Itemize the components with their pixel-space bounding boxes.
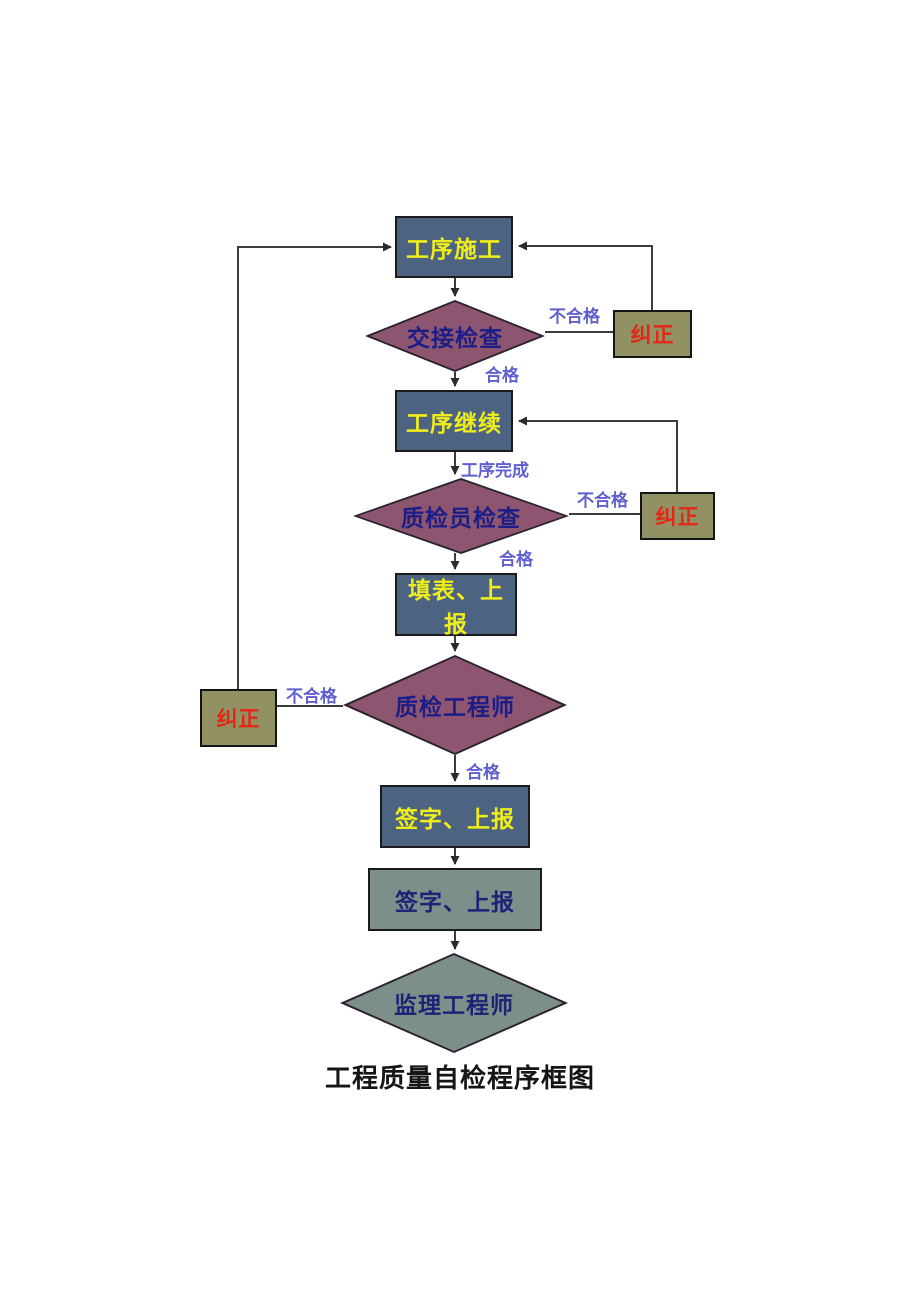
edge-label-fail-1: 不合格	[549, 307, 600, 326]
node-correct-left: 纠正	[200, 689, 277, 747]
node-label: 纠正	[630, 324, 675, 347]
edge-label-pass-3: 合格	[466, 763, 500, 782]
node-label: 质检工程师	[395, 694, 515, 720]
node-fill-form-report: 填表、上报	[395, 573, 517, 637]
node-sign-report-2: 签字、上报	[368, 868, 542, 931]
node-label: 监理工程师	[394, 992, 514, 1018]
edge-label-pass-2: 合格	[499, 550, 533, 569]
node-sign-report-1: 签字、上报	[380, 785, 530, 848]
node-label: 工序继续	[406, 410, 502, 436]
edge-label-pass-1: 合格	[485, 366, 519, 385]
node-inspector-check: 质检员检查	[353, 478, 569, 554]
node-label: 纠正	[216, 708, 261, 731]
edge-label-fail-3: 不合格	[286, 687, 337, 706]
edge-correct2-to-continue	[518, 416, 678, 492]
node-label: 质检员检查	[401, 505, 521, 531]
diagram-title: 工程质量自检程序框图	[324, 1063, 595, 1093]
node-qc-engineer: 质检工程师	[343, 655, 567, 755]
node-supervising-engineer: 监理工程师	[340, 953, 568, 1053]
node-process-construction: 工序施工	[395, 216, 513, 278]
edge-label-fail-2: 不合格	[577, 491, 628, 510]
node-process-continue: 工序继续	[395, 390, 513, 452]
node-label: 纠正	[655, 506, 700, 529]
node-label: 填表、上报	[408, 576, 504, 637]
edge-correct1-to-construction	[518, 241, 653, 310]
node-label: 交接检查	[407, 325, 503, 351]
node-label: 签字、上报	[395, 805, 515, 832]
edge-correct3-to-construction	[237, 242, 392, 689]
node-correct-right-2: 纠正	[640, 492, 715, 540]
node-label: 签字、上报	[395, 888, 515, 915]
node-label: 工序施工	[406, 236, 502, 262]
node-handover-inspection: 交接检查	[365, 300, 545, 372]
node-correct-right-1: 纠正	[613, 310, 692, 358]
edge-label-process-done: 工序完成	[461, 461, 529, 480]
